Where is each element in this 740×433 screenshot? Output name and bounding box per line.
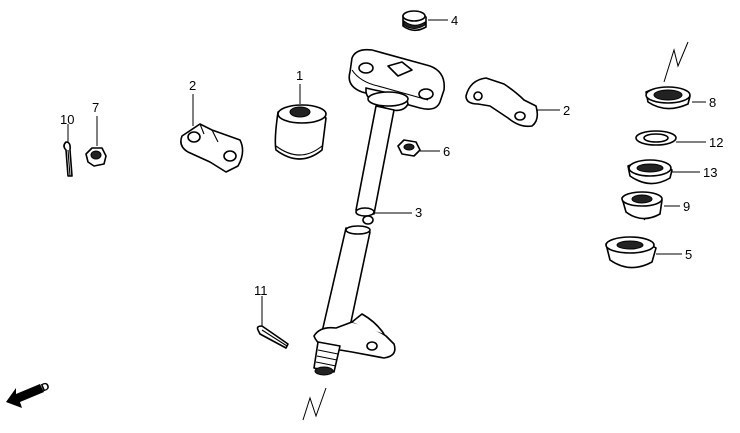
part-1-bushing bbox=[274, 104, 327, 160]
callout-2a: 2 bbox=[189, 78, 196, 93]
callout-3: 3 bbox=[415, 205, 422, 220]
part-11-cotter-pin bbox=[256, 325, 289, 349]
part-8-dust-seal bbox=[645, 86, 691, 110]
part-7-nut bbox=[85, 147, 107, 167]
part-4-cap bbox=[402, 10, 427, 32]
callout-13: 13 bbox=[703, 165, 717, 180]
callout-12: 12 bbox=[709, 135, 723, 150]
part-2-holder-left bbox=[180, 123, 244, 173]
fwd-direction-arrow: FWD bbox=[6, 380, 52, 408]
axis-mark-right bbox=[663, 41, 689, 83]
part-13-bearing bbox=[627, 159, 673, 185]
callout-9: 9 bbox=[683, 199, 690, 214]
callout-8: 8 bbox=[709, 95, 716, 110]
part-5-race bbox=[605, 236, 657, 269]
fwd-label: FWD bbox=[24, 380, 52, 401]
callout-6: 6 bbox=[443, 144, 450, 159]
callout-5: 5 bbox=[685, 247, 692, 262]
part-9-stem-nut bbox=[621, 191, 663, 221]
callout-2b: 2 bbox=[563, 103, 570, 118]
callout-11: 11 bbox=[254, 283, 268, 298]
axis-mark-bottom bbox=[302, 387, 327, 421]
callout-4: 4 bbox=[451, 13, 458, 28]
part-3-steering-stem bbox=[313, 48, 446, 376]
callout-7: 7 bbox=[92, 100, 99, 115]
part-12-lock-washer bbox=[635, 130, 677, 146]
part-6-nut bbox=[397, 139, 421, 157]
part-10-cotter-pin bbox=[63, 141, 73, 177]
callout-1: 1 bbox=[296, 68, 303, 83]
part-2-holder-right bbox=[465, 77, 539, 128]
callout-10: 10 bbox=[60, 112, 74, 127]
